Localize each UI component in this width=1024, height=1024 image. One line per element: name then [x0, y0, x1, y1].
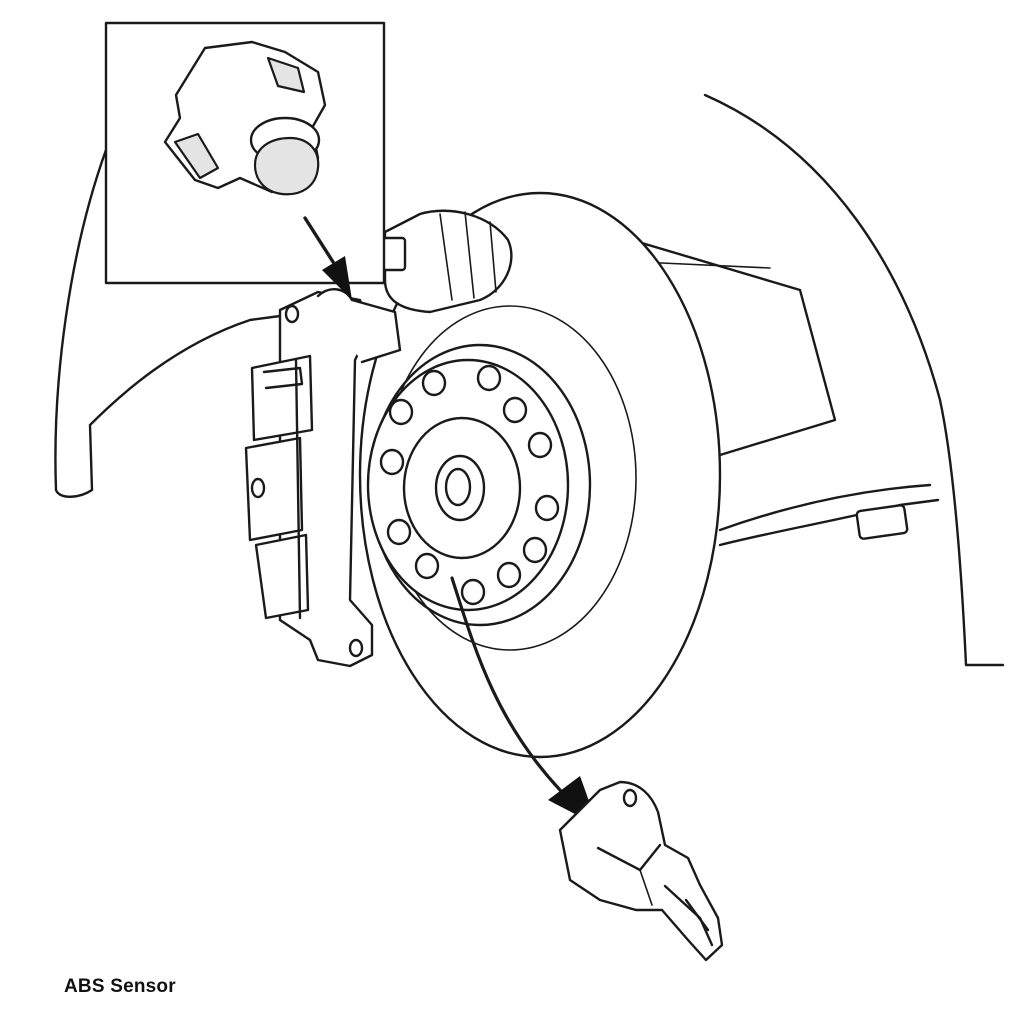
caliper-mount-bolt: [381, 209, 513, 314]
diagram-caption: ABS Sensor: [64, 976, 176, 997]
wheel-hub: [366, 358, 570, 612]
brake-caliper: [244, 288, 402, 668]
inset-detail-box: [104, 21, 386, 285]
inset-pointer-arrow: [303, 216, 352, 300]
abs-sensor: [558, 780, 724, 962]
lug-holes: [379, 364, 560, 606]
sensor-closeup: [163, 40, 327, 196]
wheel-arch: [54, 93, 1005, 667]
